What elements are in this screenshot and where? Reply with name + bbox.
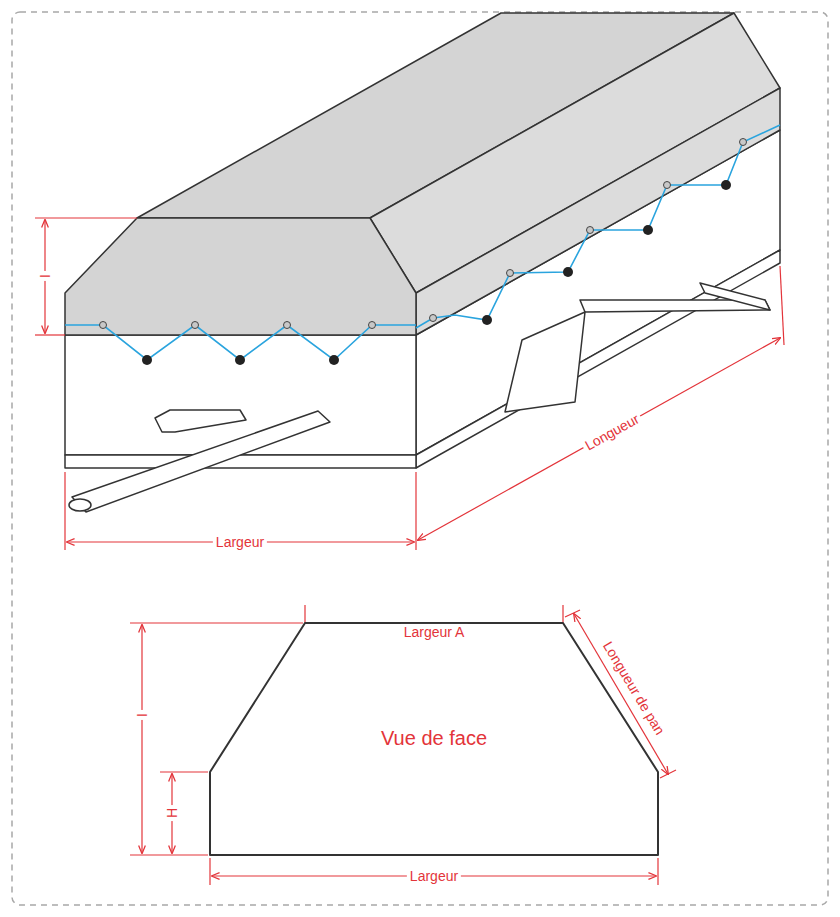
rope	[65, 125, 780, 365]
view-title: Vue de face	[378, 727, 490, 750]
frame	[12, 12, 828, 905]
dimension-label: I	[134, 710, 150, 720]
trailer	[65, 13, 780, 512]
front-view-outline	[210, 623, 658, 855]
dimension-label: H	[164, 805, 180, 821]
dimension-label: Largeur A	[401, 624, 468, 640]
dimension-label: Largeur	[407, 868, 461, 884]
dimension-label: Largeur	[213, 534, 267, 550]
dimension-lines	[35, 218, 784, 885]
dimension-label: I	[37, 271, 53, 281]
dimension-label: Longueur	[580, 409, 645, 455]
